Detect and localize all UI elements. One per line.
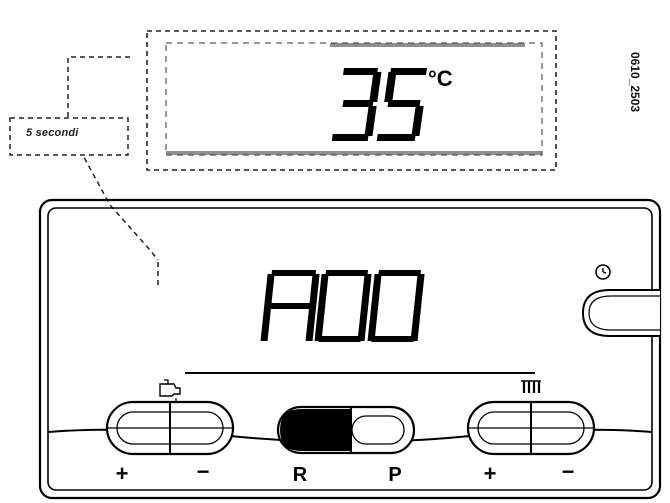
timer-label: 5 secondi [26, 127, 79, 139]
hot-water-minus-label: − [197, 459, 210, 484]
heating-plus-label: + [484, 461, 497, 486]
heating-button[interactable] [466, 400, 596, 456]
temperature-digits [331, 68, 427, 141]
panel-inner-frame [47, 207, 653, 491]
figure-code: 0610_2503 [628, 52, 642, 113]
hot-water-button[interactable] [105, 400, 235, 456]
digit-3 [331, 68, 382, 141]
timer-connector [67, 56, 159, 285]
tap-icon [159, 379, 181, 401]
hot-water-plus-label: + [116, 461, 129, 486]
status-code-display [260, 270, 425, 342]
temperature-unit: °C [428, 66, 453, 91]
digit-5 [376, 68, 427, 141]
radiator-icon [521, 380, 541, 393]
digit-0-second [367, 270, 425, 342]
timer-box [9, 117, 129, 156]
side-knob[interactable] [581, 289, 660, 337]
reset-program-button[interactable] [276, 405, 416, 455]
zoomed-display [146, 30, 557, 171]
zoomed-display-frame [146, 30, 557, 171]
digit-A [260, 270, 320, 341]
heating-minus-label: − [562, 459, 575, 484]
digit-0-first [314, 270, 372, 342]
clock-icon [595, 264, 611, 280]
program-label: P [388, 464, 401, 486]
reset-label: R [293, 464, 308, 486]
panel-outer-frame [38, 198, 662, 500]
